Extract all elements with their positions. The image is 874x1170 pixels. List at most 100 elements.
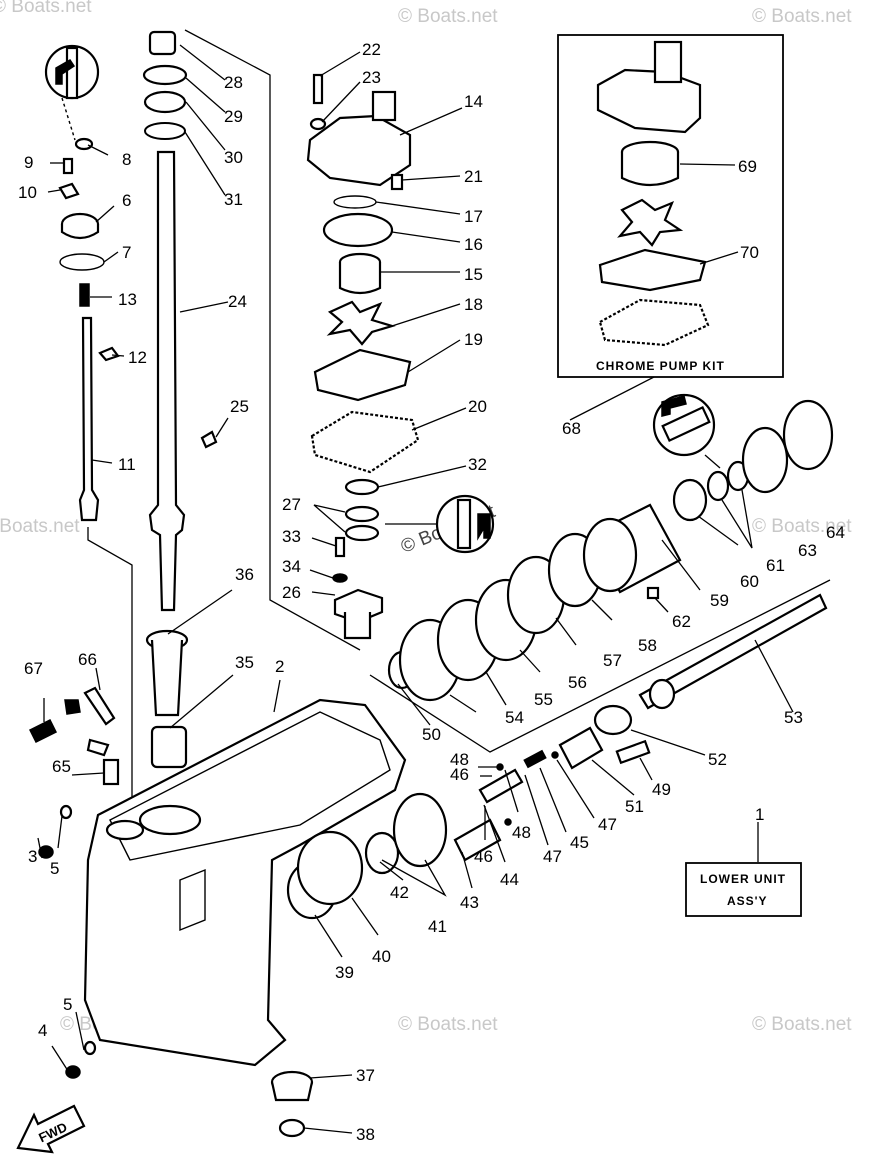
- callout-8: 8: [122, 150, 131, 169]
- water-pump-stack: [306, 73, 420, 640]
- callout-6: 6: [122, 191, 131, 210]
- callout-20: 20: [468, 397, 487, 416]
- slider-44: [478, 768, 524, 804]
- chrome-pump-kit-label: CHROME PUMP KIT: [596, 359, 725, 373]
- gear-case-water-intake: [179, 868, 206, 932]
- callout-47: 47: [598, 815, 617, 834]
- callout-24: 24: [228, 292, 247, 311]
- washer-8: [74, 137, 94, 151]
- chrome-pump-kit: CHROME PUMP KIT: [557, 34, 784, 378]
- callout-11: 11: [118, 455, 136, 474]
- callout-43: 43: [460, 893, 479, 912]
- callout-44: 44: [500, 870, 519, 889]
- callout-numbers: 1 2 3 4 5 5 6 7 8 9 10 11 12 13 14 15 16…: [18, 40, 845, 1144]
- callout-45: 45: [570, 833, 589, 852]
- plug-4: [65, 1065, 81, 1079]
- shift-plunger-clutch: [453, 704, 651, 862]
- callout-4: 4: [38, 1021, 47, 1040]
- callout-3: 3: [28, 847, 37, 866]
- pinion-37-body: [270, 1081, 314, 1102]
- impeller-18: [326, 300, 396, 346]
- drive-shaft-24: [148, 150, 186, 612]
- seal-30: [143, 90, 187, 114]
- callout-25: 25: [230, 397, 249, 416]
- gasket-20: [310, 410, 420, 474]
- watermark: © Boats.net: [398, 1014, 498, 1035]
- fwd-arrow-icon: [16, 1104, 86, 1154]
- bolt-33: [334, 536, 346, 558]
- callout-36: 36: [235, 565, 254, 584]
- washer-23: [309, 117, 327, 131]
- ring-nut-64: [782, 399, 834, 471]
- clamp-66: [86, 738, 110, 757]
- detail-r-icon: [477, 513, 491, 541]
- bolt-9: [62, 157, 74, 175]
- o-ring-31: [144, 122, 186, 140]
- callout-29: 29: [224, 107, 243, 126]
- bearing-28: [148, 30, 177, 56]
- pin-49: [615, 739, 651, 765]
- water-fittings: [28, 686, 120, 786]
- outer-plate-cartridge-70: [598, 248, 707, 292]
- o-ring-7: [59, 253, 105, 271]
- gear-case-top-flange: [109, 711, 391, 861]
- callout-54: 54: [505, 708, 524, 727]
- callout-46: 46: [474, 847, 493, 866]
- pump-housing-14-neck: [371, 90, 397, 122]
- leader-lines: [37, 44, 794, 1134]
- callout-15: 15: [464, 265, 483, 284]
- chrome-pump-kit-frame: [557, 34, 784, 378]
- callout-9: 9: [24, 153, 33, 172]
- callout-41: 41: [428, 917, 447, 936]
- callout-2: 2: [275, 657, 284, 676]
- watermark: © Boats.net: [0, 516, 80, 537]
- callout-23: 23: [362, 68, 381, 87]
- insert-cartridge-15-body: [338, 262, 382, 295]
- needle-bearing-60: [672, 478, 708, 522]
- shift-rod-assembly: [44, 44, 120, 522]
- propeller-shaft-53-splines: [648, 678, 676, 710]
- callout-31: 31: [224, 190, 243, 209]
- pump-gasket-chrome: [598, 298, 710, 347]
- callout-7: 7: [122, 243, 131, 262]
- impeller-chrome: [617, 198, 684, 247]
- callout-22: 22: [362, 40, 381, 59]
- callout-59: 59: [710, 591, 729, 610]
- bolt-22: [312, 73, 324, 105]
- watermark: © Boats.net: [752, 516, 852, 537]
- oil-seal-27b: [344, 524, 380, 542]
- lower-unit-label-line2: ASS'Y: [727, 894, 768, 908]
- detail-r-callout: [385, 494, 495, 554]
- gear-case-water-hole: [105, 819, 145, 841]
- callout-1: 1: [755, 805, 764, 824]
- fwd-direction-arrow: FWD: [16, 1104, 86, 1154]
- ball-47: [551, 751, 559, 759]
- callout-64: 64: [826, 523, 845, 542]
- callout-61: 61: [766, 556, 785, 575]
- callout-53: 53: [784, 708, 803, 727]
- callout-38: 38: [356, 1125, 375, 1144]
- lower-unit-assy-box: LOWER UNIT ASS'Y: [685, 862, 802, 917]
- callout-16: 16: [464, 235, 483, 254]
- grommet-32: [344, 478, 380, 496]
- sleeve-36-body: [150, 639, 184, 717]
- pump-housing-chrome: [596, 68, 702, 134]
- propeller-shaft-53: [638, 593, 828, 710]
- callout-60: 60: [740, 572, 759, 591]
- callout-39: 39: [335, 963, 354, 982]
- callout-26: 26: [282, 583, 301, 602]
- callout-63: 63: [798, 541, 817, 560]
- plug-3: [38, 845, 54, 859]
- outer-plate-19: [313, 348, 412, 402]
- callout-18: 18: [464, 295, 483, 314]
- drive-shaft-assembly: [142, 30, 218, 769]
- lower-unit-assy-frame: [685, 862, 802, 917]
- detail-cc-callout: [652, 393, 721, 469]
- callout-49: 49: [652, 780, 671, 799]
- callout-66: 66: [78, 650, 97, 669]
- bearing-42: [364, 831, 400, 875]
- callout-5: 5: [63, 995, 72, 1014]
- bearing-housing-59-face: [582, 517, 638, 593]
- callout-46: 46: [450, 765, 469, 784]
- shift-rod-lever-6-body: [60, 224, 100, 240]
